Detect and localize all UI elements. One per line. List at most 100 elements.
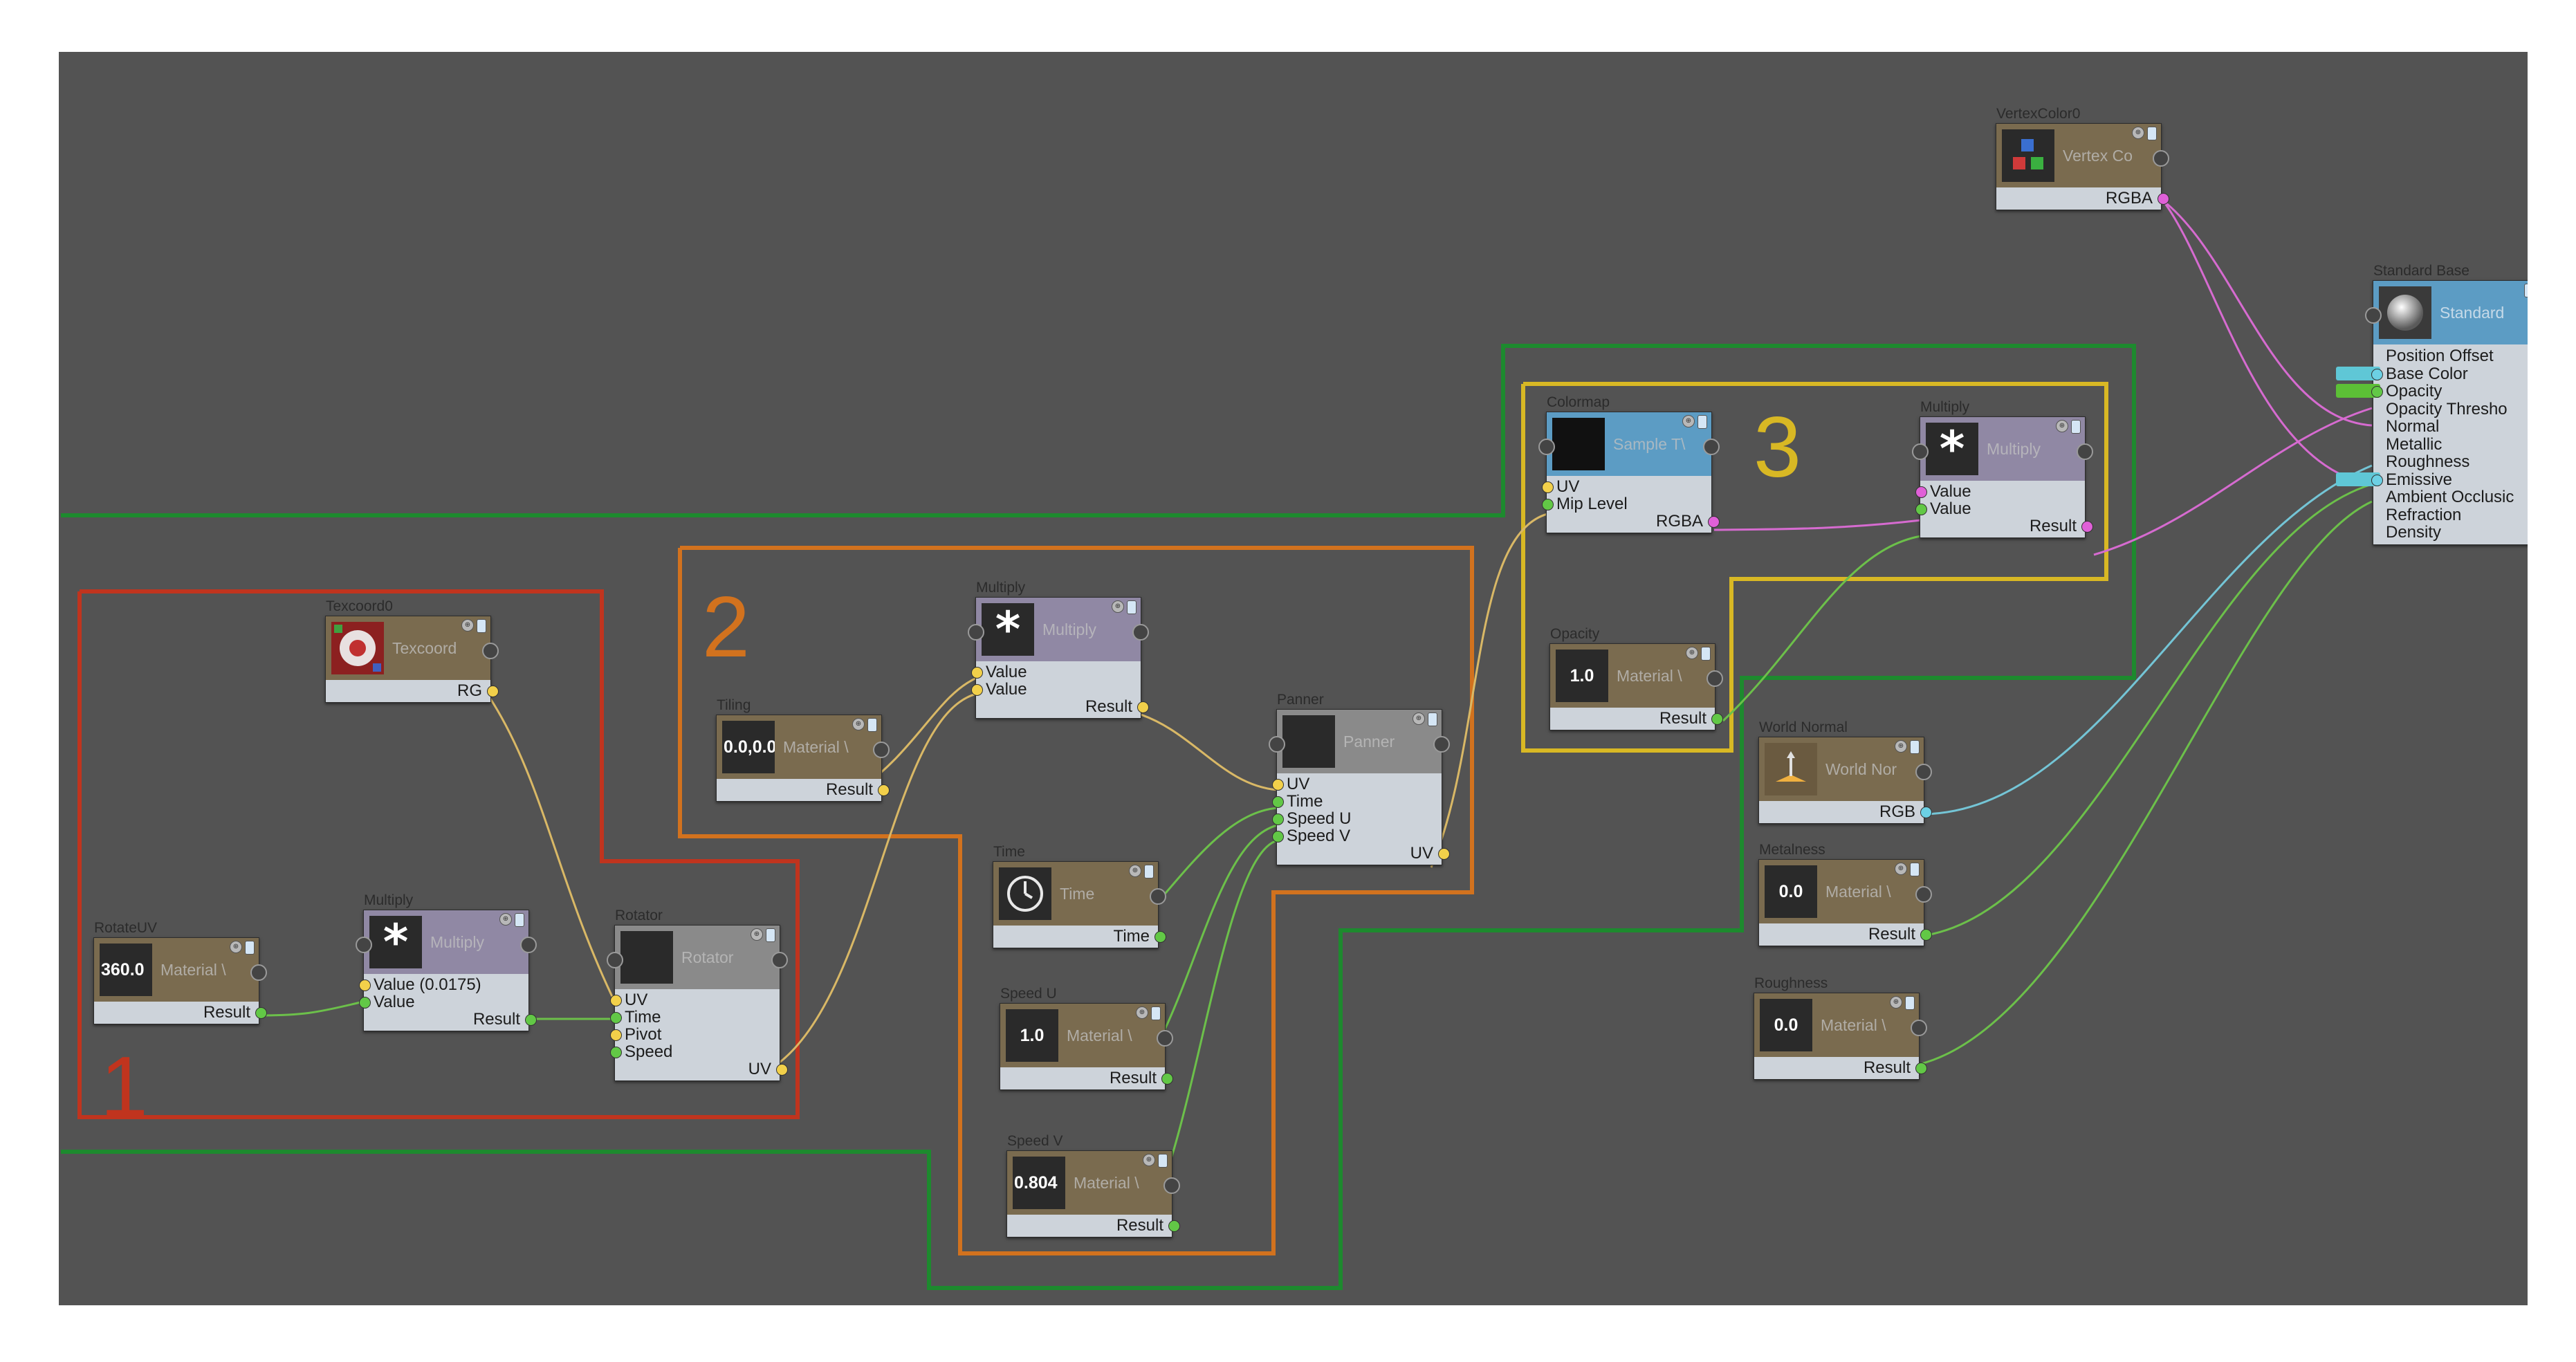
input-port[interactable] [2371,386,2383,398]
input-port[interactable] [607,952,623,968]
vertexcolor0-node[interactable]: VertexColor0 Vertex Co ⊕ RGBA [1996,106,2169,210]
info-icon[interactable] [1428,712,1437,726]
speed-v-node[interactable]: Speed V 0.804 Material \ ⊕ Result [1006,1133,1180,1237]
preview-toggle-icon[interactable]: ⊕ [1686,647,1698,659]
metalness-node[interactable]: Metalness 0.0 Material \ ⊕ Result [1758,842,1932,946]
input-port[interactable] [1269,736,1285,753]
input-port[interactable] [1272,779,1284,791]
info-icon[interactable] [1698,415,1707,429]
preview-toggle-icon[interactable]: ⊕ [1895,740,1907,753]
output-port[interactable] [1168,1220,1180,1232]
input-port[interactable] [610,1047,622,1058]
output-port[interactable] [776,1064,788,1076]
preview-toggle-icon[interactable]: ⊕ [1112,600,1124,613]
preview-toggle-icon[interactable]: ⊕ [2132,127,2144,139]
preview-toggle-icon[interactable]: ⊕ [1895,863,1907,875]
input-port[interactable] [1538,439,1555,455]
preview-toggle-icon[interactable]: ⊕ [751,928,763,941]
input-port[interactable] [610,1012,622,1024]
info-icon[interactable] [1151,1006,1161,1020]
info-icon[interactable] [1905,996,1915,1010]
output-port[interactable] [1915,764,1932,780]
info-icon[interactable] [2071,420,2081,434]
time-node[interactable]: Time Time ⊕ Time [993,844,1166,948]
output-port[interactable] [2153,150,2169,167]
output-port[interactable] [1132,624,1149,641]
preview-toggle-icon[interactable]: ⊕ [1413,712,1425,725]
output-port[interactable] [2077,443,2093,460]
world-normal-node[interactable]: World Normal World Nor ⊕ RGB [1758,719,1932,824]
info-icon[interactable] [1158,1154,1168,1168]
input-port[interactable] [610,995,622,1006]
preview-toggle-icon[interactable]: ⊕ [1890,996,1902,1009]
input-port[interactable] [2371,474,2383,486]
output-port[interactable] [255,1007,267,1019]
preview-toggle-icon[interactable]: ⊕ [2056,420,2068,432]
multiply-node-2[interactable]: Multiply * Multiply ⊕ Value Value Result [968,580,1149,719]
input-port[interactable] [1915,486,1927,498]
input-port[interactable] [971,667,983,679]
info-icon[interactable] [477,619,486,633]
input-port[interactable] [1542,499,1554,510]
info-icon[interactable] [1701,647,1711,661]
preview-toggle-icon[interactable]: ⊕ [1143,1154,1155,1166]
output-port[interactable] [1703,439,1720,455]
output-port[interactable] [1911,1020,1927,1036]
output-port[interactable] [873,742,890,758]
preview-toggle-icon[interactable]: ⊕ [461,619,474,632]
output-port[interactable] [1433,736,1450,753]
output-port[interactable] [2081,521,2093,533]
output-port[interactable] [878,784,890,796]
info-icon[interactable] [766,928,775,942]
multiply-node-1[interactable]: Multiply * Multiply ⊕ Value (0.0175) Val… [356,892,537,1031]
input-port[interactable] [356,937,372,953]
info-icon[interactable] [515,913,524,927]
info-icon[interactable] [245,941,255,955]
rotateuv-node[interactable]: RotateUV 360.0 Material \ ⊕ Result [93,920,267,1024]
preview-toggle-icon[interactable]: ⊕ [852,718,865,730]
input-port[interactable] [1272,813,1284,825]
output-port[interactable] [482,643,499,659]
output-port[interactable] [487,685,499,697]
output-port[interactable] [520,937,537,953]
preview-toggle-icon[interactable]: ⊕ [1129,865,1141,877]
output-port[interactable] [1157,1030,1173,1047]
output-port[interactable] [1920,929,1932,941]
info-icon[interactable] [1910,740,1920,754]
preview-toggle-icon[interactable]: ⊕ [1682,415,1695,427]
output-port[interactable] [1920,807,1932,818]
output-port[interactable] [1711,713,1723,725]
input-port[interactable] [2371,368,2383,380]
output-port[interactable] [1915,886,1932,903]
roughness-node[interactable]: Roughness 0.0 Material \ ⊕ Result [1754,975,1927,1080]
preview-toggle-icon[interactable]: ⊕ [230,941,242,953]
rotator-node[interactable]: Rotator Rotator ⊕ UV Time Pivot Speed UV [607,908,788,1081]
input-port[interactable] [610,1029,622,1041]
tiling-node[interactable]: Tiling 0.0,0.0 Material \ ⊕ Result [716,697,890,802]
opacity-node[interactable]: Opacity 1.0 Material \ ⊕ Result [1549,626,1723,730]
output-port[interactable] [1708,516,1720,528]
node-graph-canvas[interactable]: 1 2 3 RotateUV 360.0 M [59,52,2528,1305]
info-icon[interactable] [1127,600,1137,614]
preview-toggle-icon[interactable]: ⊕ [499,913,512,926]
output-port[interactable] [1137,701,1149,713]
output-port[interactable] [1706,670,1723,687]
info-icon[interactable] [2147,127,2157,140]
output-port[interactable] [1150,888,1166,905]
input-port[interactable] [1542,481,1554,493]
input-port[interactable] [971,684,983,696]
output-port[interactable] [2158,193,2169,205]
input-port[interactable] [2365,307,2382,324]
output-port[interactable] [250,964,267,981]
output-port[interactable] [525,1014,537,1026]
colormap-node[interactable]: Colormap Sample T\ ⊕ UV Mip Level RGBA [1538,394,1720,533]
input-port[interactable] [359,997,371,1009]
output-port[interactable] [1161,1073,1173,1085]
multiply-node-3[interactable]: Multiply * Multiply ⊕ Value Value Result [1912,399,2093,538]
info-icon[interactable] [1144,865,1154,878]
input-port[interactable] [1912,443,1929,460]
input-port[interactable] [1272,796,1284,808]
preview-toggle-icon[interactable]: ⊕ [1136,1006,1148,1019]
input-port[interactable] [968,624,984,641]
speed-u-node[interactable]: Speed U 1.0 Material \ ⊕ Result [1000,986,1173,1090]
